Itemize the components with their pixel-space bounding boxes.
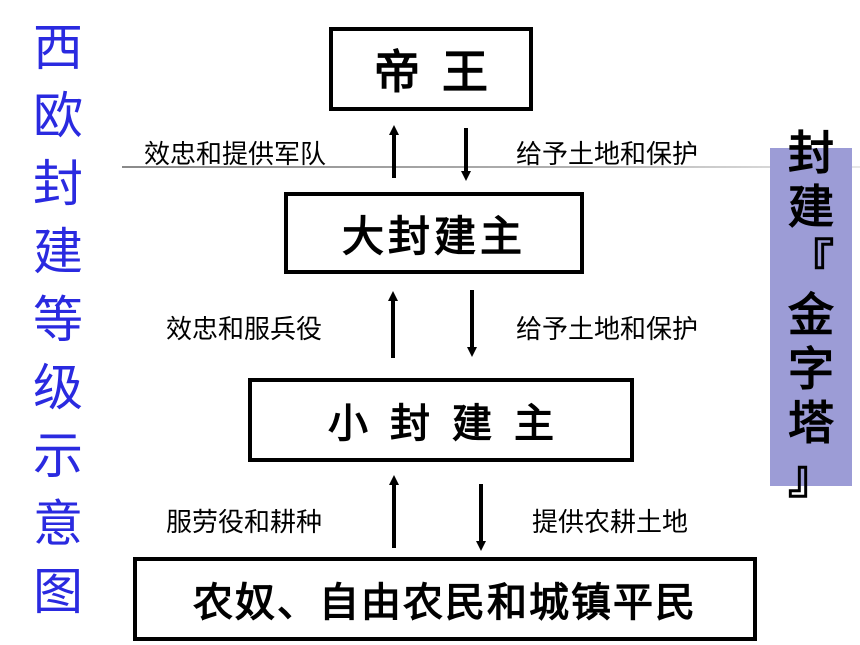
side-banner-text: 封 建 『 金 字 塔 』 — [770, 126, 852, 504]
box-great-lord: 大封建主 — [284, 192, 584, 274]
label-up-2: 效忠和服兵役 — [166, 315, 323, 345]
title-char: 图 — [33, 563, 83, 621]
title-char: 意 — [33, 495, 83, 553]
diagram-title-vertical: 西 欧 封 建 等 级 示 意 图 — [28, 14, 88, 626]
label-down-3: 提供农耕土地 — [532, 508, 689, 538]
title-char: 示 — [33, 427, 83, 485]
side-char: 塔 — [788, 396, 834, 450]
title-char: 欧 — [33, 87, 83, 145]
side-char: 建 — [788, 180, 834, 234]
side-char: 字 — [788, 342, 834, 396]
label-down-1: 给予土地和保护 — [516, 140, 699, 170]
side-char: 封 — [788, 126, 834, 180]
label-down-2: 给予土地和保护 — [516, 315, 699, 345]
side-char: 『 — [788, 234, 834, 288]
side-char: 金 — [788, 288, 834, 342]
box-lesser-lord: 小封建主 — [248, 378, 634, 462]
title-char: 建 — [33, 223, 83, 281]
title-char: 西 — [33, 19, 83, 77]
title-char: 等 — [33, 291, 83, 349]
side-banner-background — [770, 148, 852, 486]
box-serfs-peasants-townsfolk: 农奴、自由农民和城镇平民 — [133, 557, 757, 641]
box-emperor: 帝王 — [329, 27, 533, 111]
label-up-3: 服劳役和耕种 — [166, 508, 323, 538]
divider-line — [122, 166, 860, 168]
title-char: 封 — [33, 155, 83, 213]
title-char: 级 — [33, 359, 83, 417]
side-char: 』 — [788, 450, 834, 504]
label-up-1: 效忠和提供军队 — [144, 140, 327, 170]
